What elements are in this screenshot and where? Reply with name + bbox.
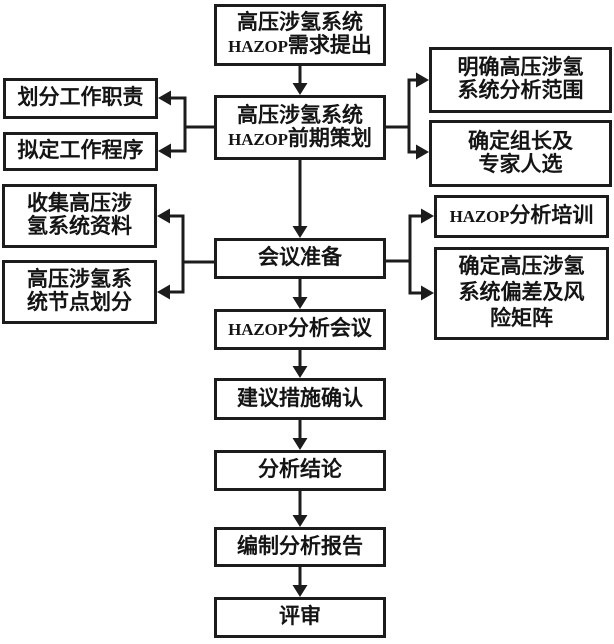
arrow-demand-to-planning	[292, 63, 308, 95]
node-hazop-demand: 高压涉氢系统 HAZOP需求提出	[214, 4, 386, 66]
node-meeting-preparation: 会议准备	[214, 238, 386, 279]
arrow-measures-to-conclusion	[292, 417, 308, 450]
arrow-meeting-prep-to-analysis-meeting	[292, 276, 308, 309]
arrow-planning-to-meeting-prep	[292, 157, 308, 238]
node-confirm-measures: 建议措施确认	[214, 378, 386, 420]
node-hazop-analysis-meeting: HAZOP分析会议	[214, 309, 386, 350]
node-collect-data: 收集高压涉 氢系统资料	[2, 184, 157, 248]
node-compile-report: 编制分析报告	[214, 527, 386, 567]
arrow-meeting-prep-to-collect-division	[157, 208, 218, 300]
node-analysis-conclusion: 分析结论	[214, 450, 386, 491]
arrow-conclusion-to-report	[292, 488, 308, 527]
arrow-analysis-meeting-to-measures	[292, 347, 308, 378]
node-select-leader-experts: 确定组长及 专家人选	[429, 120, 612, 187]
node-hazop-pre-planning: 高压涉氢系统 HAZOP前期策划	[214, 95, 386, 160]
arrow-planning-to-duty-procedure	[158, 90, 218, 159]
node-hazop-training: HAZOP分析培训	[434, 195, 609, 238]
arrow-meeting-prep-to-training-matrix	[382, 208, 434, 301]
node-review: 评审	[214, 597, 386, 638]
node-define-scope: 明确高压涉氢 系统分析范围	[429, 47, 612, 113]
arrow-planning-to-scope-leader	[382, 72, 429, 160]
node-system-node-division: 高压涉氢系 统节点划分	[2, 260, 157, 324]
arrow-report-to-review	[292, 564, 308, 597]
node-draft-procedure: 拟定工作程序	[3, 132, 158, 171]
node-deviation-risk-matrix: 确定高压涉氢 系统偏差及风 险矩阵	[434, 247, 609, 340]
node-divide-duties: 划分工作职责	[3, 78, 158, 119]
